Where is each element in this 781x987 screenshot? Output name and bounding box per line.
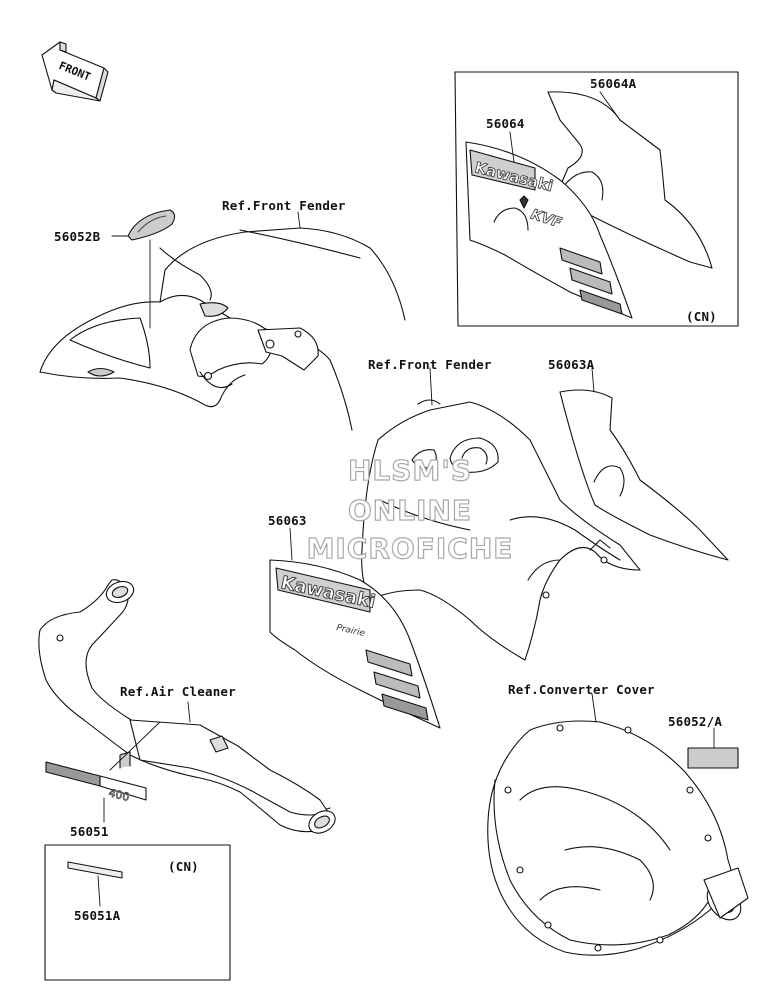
watermark-line-2: ONLINE	[347, 493, 473, 527]
label-56064: 56064	[486, 116, 525, 131]
cn-box-top	[454, 71, 739, 327]
leader-lines	[97, 91, 715, 907]
cn-box-bottom	[44, 844, 231, 981]
watermark-line-3: MICROFICHE	[306, 531, 514, 565]
label-ref-converter-cover: Ref.Converter Cover	[508, 682, 655, 697]
label-ref-air-cleaner: Ref.Air Cleaner	[120, 684, 236, 699]
svg-text:400: 400	[107, 786, 131, 804]
label-56064a: 56064A	[590, 76, 637, 91]
label-56051a: 56051A	[74, 908, 121, 923]
label-ref-front-fender-2: Ref.Front Fender	[368, 357, 492, 372]
label-cn-bottom: (CN)	[168, 859, 199, 874]
badge-56052b	[127, 209, 176, 241]
front-fender-upper	[39, 227, 406, 431]
badge-56052a	[687, 747, 739, 769]
front-fender-lower	[361, 399, 641, 661]
converter-cover	[487, 720, 749, 956]
label-56051: 56051	[70, 824, 109, 839]
decal-56051: 400	[45, 761, 147, 804]
front-arrow-icon: FRONT	[41, 41, 109, 102]
label-56052b: 56052B	[54, 229, 101, 244]
label-56052a: 56052/A	[668, 714, 723, 729]
label-cn-top: (CN)	[686, 309, 717, 324]
air-cleaner-duct	[38, 579, 336, 834]
label-56063: 56063	[268, 513, 307, 528]
watermark-line-1: HLSM'S	[347, 453, 473, 487]
decal-56063a	[559, 389, 729, 561]
label-56063a: 56063A	[548, 357, 595, 372]
decal-56051a	[67, 861, 123, 879]
label-ref-front-fender-1: Ref.Front Fender	[222, 198, 346, 213]
